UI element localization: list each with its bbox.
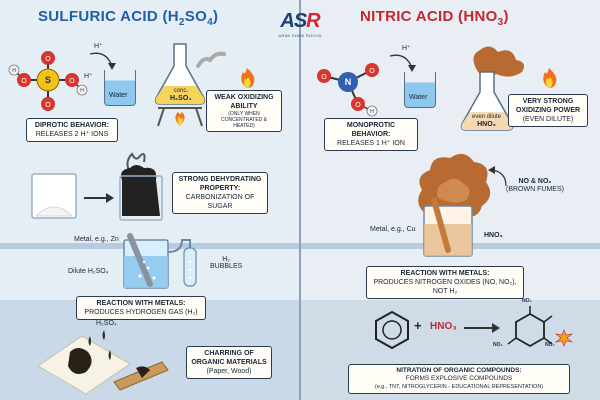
atom-o-1: O bbox=[321, 74, 327, 81]
dilute-nitric-flask bbox=[460, 46, 524, 131]
atom-o-left: O bbox=[21, 78, 27, 85]
zinc-reaction-beaker bbox=[123, 233, 197, 289]
arrow-right-icon bbox=[89, 52, 116, 70]
fumes-label: NO & NO₂(BROWN FUMES) bbox=[506, 178, 564, 193]
proton-label-2: H⁺ bbox=[84, 73, 93, 80]
box-reaction-metals-left: REACTION WITH METALS:PRODUCES HYDROGEN G… bbox=[76, 296, 206, 320]
box-monoprotic-behavior: MONOPROTIC BEHAVIOR:RELEASES 1 H⁺ ION bbox=[324, 118, 418, 151]
charred-paper bbox=[37, 330, 169, 395]
box-dehydrating-property: STRONG DEHYDRATING PROPERTY:CARBONIZATIO… bbox=[172, 172, 268, 214]
benzene-ring-icon bbox=[375, 310, 409, 350]
logo-text-a: AS bbox=[280, 10, 307, 32]
sugar-beaker bbox=[31, 173, 77, 219]
water-beaker-right bbox=[404, 72, 436, 108]
box-reaction-metals-right: REACTION WITH METALS:PRODUCES NITROGEN O… bbox=[366, 266, 524, 299]
atom-o-right: O bbox=[69, 78, 75, 85]
box-nitration: Nitration of Organic Compounds:FORMS EXP… bbox=[348, 364, 570, 394]
atom-h: H bbox=[370, 109, 374, 115]
box-diprotic-behavior: DIPROTIC BEHAVIOR:RELEASES 2 H⁺ IONS bbox=[26, 118, 118, 142]
logo-tagline: ARAK SHIMI ROOYA bbox=[278, 33, 322, 38]
atom-o-2: O bbox=[369, 68, 375, 75]
plus-sign: + bbox=[414, 318, 422, 333]
water-beaker bbox=[104, 70, 136, 106]
fire-icon-right bbox=[543, 68, 557, 88]
nitric-acid-label: HNO₃ bbox=[484, 232, 503, 239]
no2-label-1: NO₂ bbox=[522, 298, 532, 304]
logo-text-b: R bbox=[306, 10, 320, 32]
water-label-left: Water bbox=[109, 92, 128, 99]
no2-label-2: NO₂ bbox=[493, 342, 503, 348]
nitric-reagent-label: HNO₃ bbox=[430, 321, 457, 332]
metal-zn-label: Metal, e.g., Zn bbox=[74, 236, 119, 243]
proton-label-right: H⁺ bbox=[402, 45, 411, 52]
dilute-sulfuric-label: Dilute H₂SO₄ bbox=[68, 268, 109, 275]
tnt-molecule bbox=[507, 306, 553, 348]
arrow-right-icon-3 bbox=[389, 54, 416, 72]
panel-divider bbox=[299, 0, 301, 400]
arrow-right-icon-2 bbox=[84, 193, 114, 203]
box-weak-oxidizing: WEAK OXIDIZING ABILITY(ONLY WHEN CONCENT… bbox=[206, 90, 282, 132]
copper-reaction-beaker bbox=[423, 197, 473, 257]
metal-cu-label: Metal, e.g., Cu bbox=[370, 226, 416, 233]
atom-o-top: O bbox=[45, 56, 51, 63]
box-strong-oxidizing: VERY STRONG OXIDIZING POWER(EVEN DILUTE) bbox=[508, 94, 588, 127]
atom-s: S bbox=[45, 75, 51, 85]
atom-h-left: H bbox=[12, 68, 16, 74]
water-label-right: Water bbox=[409, 94, 428, 101]
logo: ASR ARAK SHIMI ROOYA bbox=[268, 10, 332, 44]
atom-n: N bbox=[345, 77, 352, 87]
atom-h-right: H bbox=[80, 88, 84, 94]
proton-label-1: H⁺ bbox=[94, 43, 103, 50]
no2-label-3: NO₂ bbox=[545, 342, 555, 348]
sulfuric-acid-molecule: S O O O O H H bbox=[8, 51, 88, 111]
conc-sulfuric-flask bbox=[154, 43, 206, 127]
atom-o-3: O bbox=[355, 102, 361, 109]
smoke-icon bbox=[196, 51, 226, 68]
arrow-right-icon-4 bbox=[464, 323, 500, 333]
sulfuric-acid-title: SULFURIC ACID (H2SO4) bbox=[38, 8, 219, 28]
drop-sulfuric-label: H₂SO₄ bbox=[96, 320, 117, 327]
carbonized-sugar-beaker bbox=[119, 152, 163, 221]
arrow-to-fumes-icon bbox=[488, 166, 507, 187]
atom-o-bottom: O bbox=[45, 102, 51, 109]
fire-icon bbox=[241, 68, 255, 88]
nitric-acid-title: NITRIC ACID (HNO3) bbox=[360, 8, 509, 28]
nitric-acid-molecule: N O O O H bbox=[317, 63, 379, 117]
explosion-icon bbox=[554, 329, 574, 347]
box-charring: CHARRING OF ORGANIC MATERIALS(Paper, Woo… bbox=[186, 346, 272, 379]
flask-label-left: conc.H₂SO₄ bbox=[170, 88, 192, 102]
